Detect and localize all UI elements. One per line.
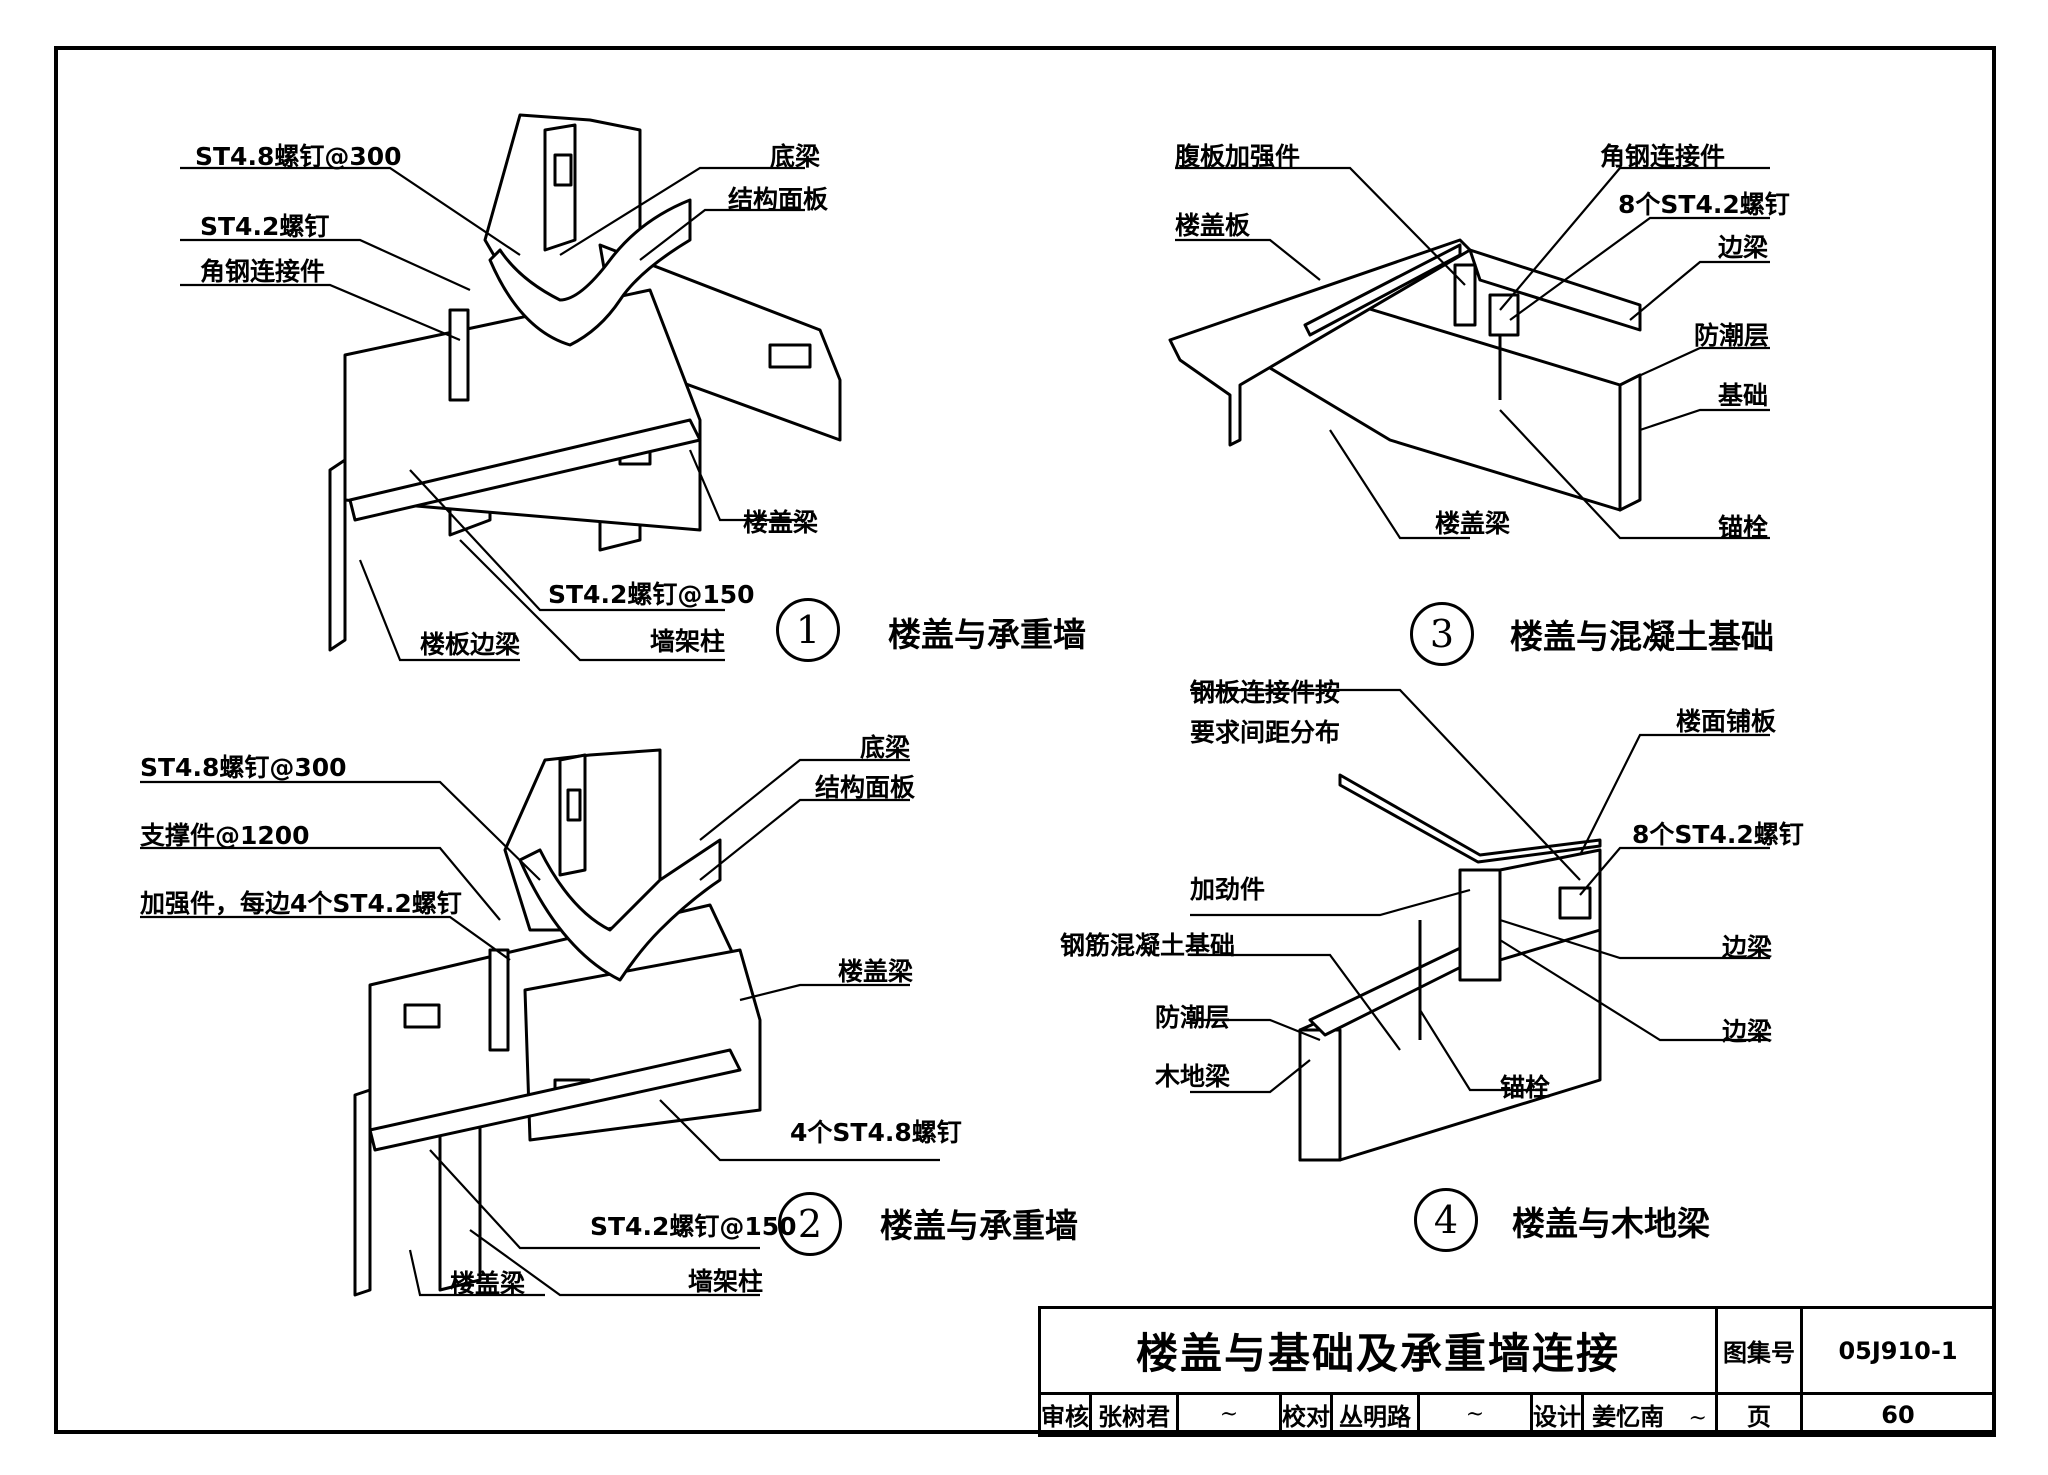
label-d1-screw42-150: ST4.2螺钉@150	[548, 580, 755, 609]
detail-3-number: 3	[1410, 602, 1474, 666]
label-d1-base-beam: 底梁	[770, 142, 821, 171]
label-d2-screw48: ST4.8螺钉@300	[140, 753, 347, 782]
label-d2-four-screw: 4个ST4.8螺钉	[790, 1118, 962, 1147]
label-d4-edge-beam-1: 边梁	[1722, 933, 1773, 962]
label-d1-screw42: ST4.2螺钉	[200, 212, 330, 241]
label-d2-floor-beam-right: 楼盖梁	[838, 957, 914, 986]
detail-4-number: 4	[1414, 1188, 1478, 1252]
designer-signature: ~	[1688, 1406, 1707, 1431]
label-d3-angle: 角钢连接件	[1600, 142, 1726, 171]
checker-name: 丛明路	[1330, 1392, 1420, 1437]
label-d2-base-beam: 底梁	[860, 733, 911, 762]
label-d1-stud: 墙架柱	[650, 627, 726, 656]
label-d1-angle: 角钢连接件	[200, 257, 326, 286]
label-d4-stiffener: 加劲件	[1190, 875, 1266, 904]
detail-1-drawing	[328, 113, 842, 652]
page-label: 页	[1715, 1392, 1803, 1437]
detail-1-number: 1	[776, 598, 840, 662]
detail-2-drawing	[353, 748, 762, 1297]
label-d4-decking: 楼面铺板	[1676, 707, 1777, 736]
label-d3-floor-slab: 楼盖板	[1175, 211, 1251, 240]
label-d3-web-stiffener: 腹板加强件	[1175, 142, 1301, 171]
label-d3-eight-screw: 8个ST4.2螺钉	[1618, 190, 1790, 219]
drawing-title: 楼盖与基础及承重墙连接	[1038, 1306, 1718, 1395]
label-d3-edge-beam: 边梁	[1718, 233, 1769, 262]
label-d3-damp: 防潮层	[1694, 321, 1770, 350]
label-d1-edge-beam: 楼板边梁	[420, 630, 521, 659]
label-d2-brace: 支撑件@1200	[140, 821, 310, 850]
checker-signature: ~	[1417, 1392, 1533, 1437]
label-d3-floor-beam: 楼盖梁	[1435, 509, 1511, 538]
detail-1-caption: 楼盖与承重墙	[888, 615, 1086, 654]
label-d1-screw48: ST4.8螺钉@300	[195, 142, 402, 171]
label-d1-panel: 结构面板	[728, 185, 829, 214]
detail-2-number: 2	[778, 1192, 842, 1256]
label-d4-rc-foundation: 钢筋混凝土基础	[1060, 931, 1236, 960]
label-d3-foundation: 基础	[1718, 381, 1769, 410]
label-d4-plate-line2: 要求间距分布	[1190, 718, 1341, 747]
label-d4-edge-beam-2: 边梁	[1722, 1017, 1773, 1046]
label-d4-anchor: 锚栓	[1500, 1073, 1551, 1102]
label-d4-wood-sill: 木地梁	[1155, 1062, 1231, 1091]
page-number: 60	[1800, 1392, 1996, 1437]
detail-3-drawing	[1168, 238, 1642, 512]
atlas-number: 05J910-1	[1800, 1306, 1996, 1395]
reviewer-signature: ~	[1176, 1392, 1282, 1437]
label-d4-eight-screw: 8个ST4.2螺钉	[1632, 820, 1804, 849]
label-d1-floor-beam: 楼盖梁	[743, 508, 819, 537]
title-block: 楼盖与基础及承重墙连接 图集号 05J910-1 审核 张树君 ~ 校对 丛明路…	[1038, 1306, 1996, 1437]
check-label: 校对	[1279, 1392, 1333, 1437]
detail-3-caption: 楼盖与混凝土基础	[1510, 617, 1774, 656]
label-d2-floor-beam-bottom: 楼盖梁	[450, 1269, 526, 1298]
atlas-label: 图集号	[1715, 1306, 1803, 1395]
drawing-frame	[54, 46, 1996, 1434]
label-d2-panel: 结构面板	[815, 773, 916, 802]
review-label: 审核	[1038, 1392, 1092, 1437]
label-d3-anchor: 锚栓	[1718, 513, 1769, 542]
label-d2-stud: 墙架柱	[688, 1267, 764, 1296]
reviewer-name: 张树君	[1089, 1392, 1179, 1437]
designer-name: 姜忆南 ~	[1581, 1392, 1718, 1437]
designer-name-text: 姜忆南	[1592, 1403, 1665, 1431]
label-d4-plate-line1: 钢板连接件按	[1190, 678, 1341, 707]
label-d2-stiffener: 加强件，每边4个ST4.2螺钉	[140, 889, 462, 918]
detail-4-drawing	[1298, 773, 1602, 1162]
label-d2-screw42-150: ST4.2螺钉@150	[590, 1212, 797, 1241]
design-label: 设计	[1529, 1392, 1585, 1437]
label-d4-damp: 防潮层	[1155, 1003, 1231, 1032]
detail-2-caption: 楼盖与承重墙	[880, 1206, 1078, 1245]
detail-4-caption: 楼盖与木地梁	[1512, 1204, 1710, 1243]
